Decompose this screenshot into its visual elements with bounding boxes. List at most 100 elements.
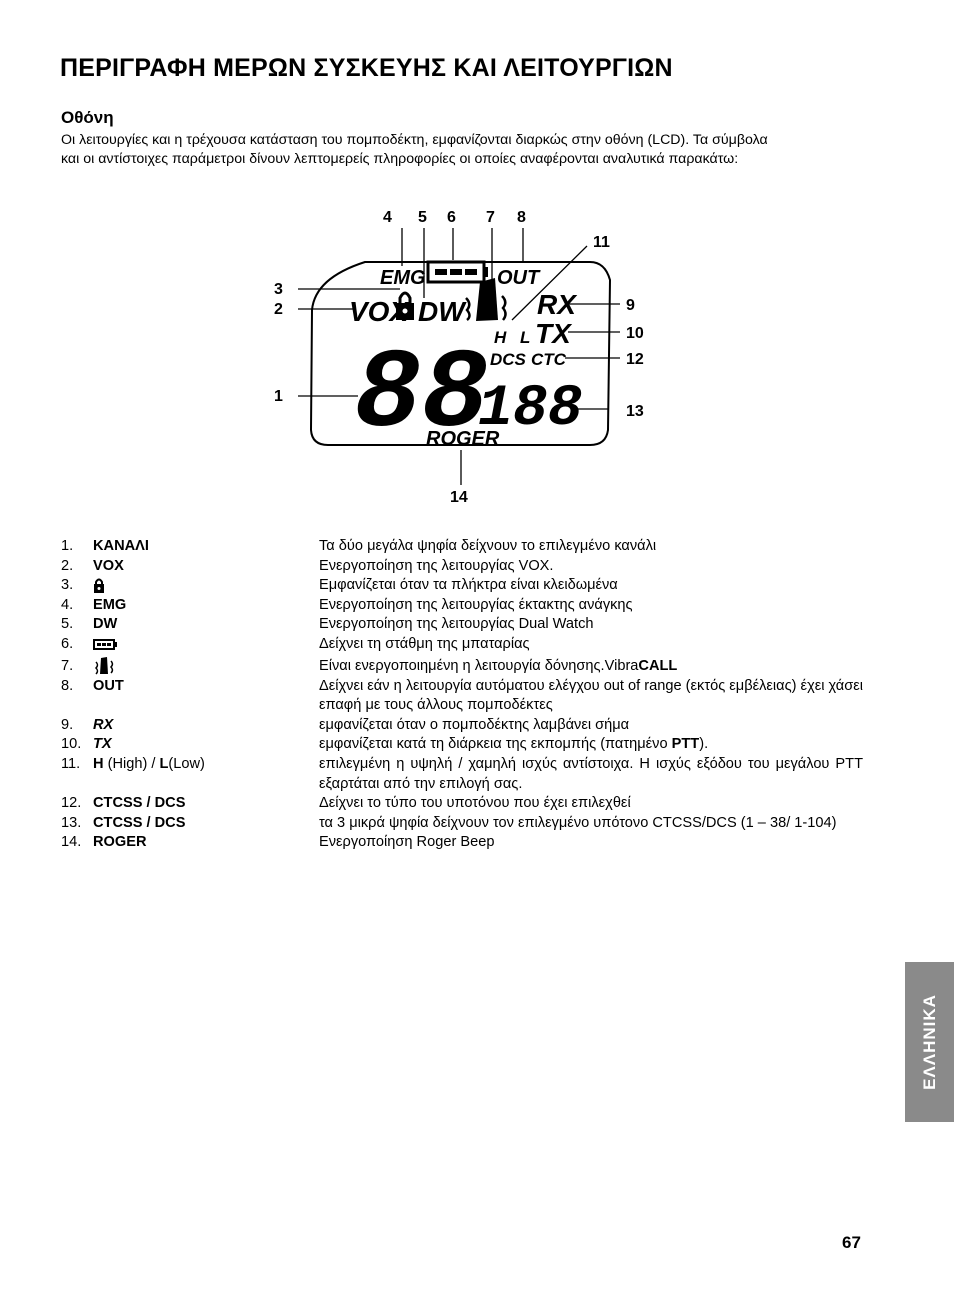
item-description: Τα δύο μεγάλα ψηφία δείχνουν το επιλεγμέ… (319, 538, 657, 554)
label-h: H (93, 755, 104, 772)
label-high: (High) / (103, 755, 160, 772)
item-description-text: εμφανίζεται κατά τη διάρκεια της εκπομπή… (319, 736, 672, 753)
language-tab-label: ΕΛΛΗΝΙΚΑ (919, 994, 939, 1090)
lcd-channel-digits: 88 (354, 332, 488, 459)
lcd-rx: RX (537, 289, 578, 320)
lcd-h: H (494, 328, 507, 347)
list-item: 7. Είναι ενεργοποιημένη η λειτουργία δόν… (61, 655, 863, 677)
lock-icon (94, 578, 104, 593)
callout-9: 9 (626, 297, 635, 314)
item-description: Ενεργοποίηση της λειτουργίας έκτακτης αν… (319, 596, 633, 613)
item-number: 10. (61, 736, 82, 753)
item-description-bold: CALL (638, 657, 678, 674)
item-number: 7. (61, 657, 74, 674)
item-label: DW (93, 616, 118, 633)
item-label (93, 576, 105, 596)
item-description: εμφανίζεται όταν ο πομποδέκτης λαμβάνει … (319, 716, 630, 733)
item-description: Ενεργοποίηση της λειτουργίας Dual Watch (319, 616, 594, 633)
callout-5: 5 (418, 209, 427, 226)
item-description: Ενεργοποίηση της λειτουργίας VOX. (319, 557, 554, 574)
list-item: 4. EMG Ενεργοποίηση της λειτουργίας έκτα… (61, 596, 863, 616)
lcd-out: OUT (497, 267, 541, 289)
lcd-emg: EMG (380, 267, 426, 289)
callout-11: 11 (593, 234, 610, 251)
item-description: Δείχνει εάν η λειτουργία αυτόματου ελέγχ… (319, 677, 863, 714)
item-label: EMG (93, 596, 127, 613)
item-label: H (High) / L(Low) (93, 755, 205, 775)
lcd-roger: ROGER (426, 428, 500, 450)
battery-icon (93, 638, 117, 650)
lcd-dcs: DCS (490, 350, 527, 369)
label-low: (Low) (168, 755, 205, 772)
item-description: εμφανίζεται κατά τη διάρκεια της εκπομπή… (319, 735, 863, 755)
lcd-vibrating-phone-icon (465, 278, 507, 321)
item-label: CTCSS / DCS (93, 795, 186, 812)
vibrating-phone-icon (94, 656, 114, 675)
callout-12: 12 (626, 351, 644, 368)
lcd-tx: TX (535, 318, 573, 349)
item-description: Εμφανίζεται όταν τα πλήκτρα είναι κλειδω… (319, 577, 618, 594)
intro-paragraph: Οι λειτουργίες και η τρέχουσα κατάσταση … (61, 131, 871, 169)
language-tab: ΕΛΛΗΝΙΚΑ (905, 962, 954, 1122)
list-item: 1. ΚΑΝΑΛΙ Τα δύο μεγάλα ψηφία δείχνουν τ… (61, 537, 863, 557)
item-label: CTCSS / DCS (93, 814, 186, 831)
item-label: VOX (93, 557, 124, 574)
item-label: OUT (93, 677, 124, 694)
list-item: 3. Εμφανίζεται όταν τα πλήκτρα είναι κλε… (61, 576, 863, 596)
item-number: 8. (61, 677, 74, 694)
list-item: 13. CTCSS / DCS τα 3 μικρά ψηφία δείχνου… (61, 814, 863, 834)
item-description-tail: ). (699, 736, 709, 753)
callout-4: 4 (383, 209, 392, 226)
item-description: τα 3 μικρά ψηφία δείχνουν τον επιλεγμένο… (319, 814, 837, 831)
list-item: 8. OUT Δείχνει εάν η λειτουργία αυτόματο… (61, 677, 863, 716)
list-item: 9. RX εμφανίζεται όταν ο πομποδέκτης λαμ… (61, 716, 863, 736)
item-number: 4. (61, 596, 74, 613)
callout-lines (298, 228, 620, 485)
lcd-diagram: 1 2 3 4 5 6 7 8 9 10 11 12 13 14 EMG OUT… (274, 209, 644, 506)
callout-6: 6 (447, 209, 456, 226)
item-label (93, 655, 115, 677)
item-description: Είναι ενεργοποιημένη η λειτουργία δόνηση… (319, 655, 863, 677)
callout-2: 2 (274, 301, 283, 318)
item-number: 1. (61, 538, 74, 554)
item-number: 9. (61, 716, 74, 733)
label-l: L (159, 755, 169, 772)
section-heading: Οθόνη (61, 108, 114, 127)
list-item: 5. DW Ενεργοποίηση της λειτουργίας Dual … (61, 615, 863, 635)
lcd-dw: DW (418, 296, 467, 327)
item-label (93, 635, 117, 655)
item-number: 13. (61, 814, 82, 831)
callout-10: 10 (626, 325, 644, 342)
legend-list: 1. ΚΑΝΑΛΙ Τα δύο μεγάλα ψηφία δείχνουν τ… (61, 537, 863, 853)
item-label: ΚΑΝΑΛΙ (93, 538, 149, 554)
item-number: 5. (61, 616, 74, 633)
item-number: 6. (61, 635, 74, 652)
callout-8: 8 (517, 209, 526, 226)
lcd-battery-icon (426, 260, 488, 284)
item-number: 3. (61, 577, 74, 594)
lcd-outline (309, 261, 612, 446)
item-description-text: Είναι ενεργοποιημένη η λειτουργία δόνηση… (319, 657, 639, 674)
item-number: 2. (61, 557, 74, 574)
list-item: 11. H (High) / L(Low) επιλεγμένη η υψηλή… (61, 755, 863, 794)
page-number: 67 (842, 1233, 861, 1252)
list-item: 12. CTCSS / DCS Δείχνει το τύπο του υποτ… (61, 794, 863, 814)
item-label: RX (93, 716, 114, 733)
list-item: 14. ROGER Ενεργοποίηση Roger Beep (61, 833, 863, 853)
intro-line-2: και οι αντίστοιχες παράμετροι δίνουν λεπ… (61, 151, 739, 167)
item-description: επιλεγμένη η υψηλή / χαμηλή ισχύς αντίστ… (319, 755, 863, 792)
item-label: ROGER (93, 834, 147, 851)
list-item: 2. VOX Ενεργοποίηση της λειτουργίας VOX. (61, 557, 863, 577)
item-description: Δείχνει τη στάθμη της μπαταρίας (319, 635, 530, 652)
item-label: TX (93, 736, 112, 753)
lcd-ctc: CTC (531, 350, 567, 369)
list-item: 6. Δείχνει τη στάθμη της μπαταρίας (61, 635, 863, 655)
callout-13: 13 (626, 403, 644, 420)
lcd-lock-icon (396, 291, 414, 320)
callout-14: 14 (450, 489, 468, 506)
page-title: ΠΕΡΙΓΡΑΦΗ ΜΕΡΩΝ ΣΥΣΚΕΥΗΣ ΚΑΙ ΛΕΙΤΟΥΡΓΙΩΝ (60, 54, 673, 82)
item-description-bold: PTT (671, 736, 700, 753)
item-number: 11. (61, 755, 81, 772)
item-description: Ενεργοποίηση Roger Beep (319, 834, 495, 851)
lcd-l: L (520, 328, 530, 347)
